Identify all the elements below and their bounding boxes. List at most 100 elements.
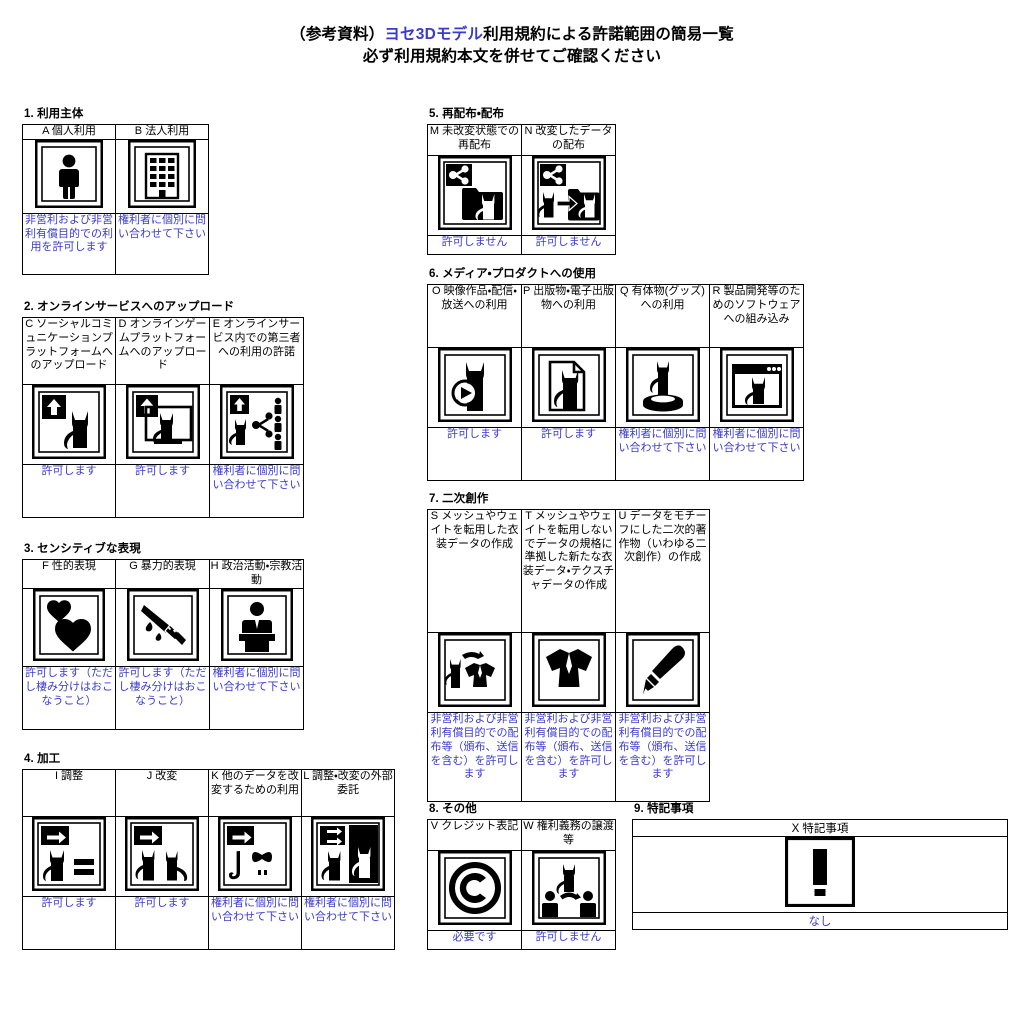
cell-header-T: T メッシュやウェイトを転用しないでデータの規格に準拠した新たな衣装データ・テク… bbox=[521, 509, 616, 633]
section-2-online-upload: 2. オンラインサービスへのアップロード C ソーシャルコミュニケーションプラッ… bbox=[22, 298, 304, 518]
table-row-headers: C ソーシャルコミュニケーションプラットフォームへのアップロード D オンライン… bbox=[22, 317, 304, 385]
cell-header-W: W 権利義務の譲渡等 bbox=[521, 819, 616, 851]
section-6-table: O 映像作品・配信・放送への利用 P 出版物・電子出版物への利用 Q 有体物(グ… bbox=[427, 284, 804, 481]
cell-header-O: O 映像作品・配信・放送への利用 bbox=[427, 284, 522, 348]
clothes-icon bbox=[531, 633, 606, 707]
table-row-headers: M 未改変状態での再配布 N 改変したデータの配布 bbox=[427, 124, 616, 156]
arrow-two-cats-icon bbox=[125, 817, 199, 891]
table-row-permissions: 許可しません 許可しません bbox=[427, 235, 616, 255]
cell-header-H: H 政治活動・宗教活動 bbox=[209, 559, 304, 589]
document-title: （参考資料）ヨセ3Dモデル利用規約による許諾範囲の簡易一覧 必ず利用規約本文を併… bbox=[0, 24, 1024, 69]
hearts-icon bbox=[33, 589, 105, 661]
cell-permission-M: 許可しません bbox=[427, 235, 522, 255]
cell-header-U: U データをモチーフにした二次的著作物（いわゆる二次創作）の作成 bbox=[615, 509, 710, 633]
cell-icon-B bbox=[115, 138, 209, 214]
cell-header-R: R 製品開発等のためのソフトウェアへの組み込み bbox=[709, 284, 804, 348]
section-3-table: F 性的表現 G 暴力的表現 H 政治活動・宗教活動 bbox=[22, 559, 304, 730]
figure-cat-icon bbox=[625, 348, 700, 422]
paintbrush-icon bbox=[625, 633, 700, 707]
section-9-heading: 9. 特記事項 bbox=[634, 803, 694, 815]
arrow-cat-equals-icon bbox=[32, 817, 106, 891]
table-row-icons bbox=[22, 588, 304, 667]
table-row-permissions: 非営利および非営利有償目的での配布等（頒布、送信を含む）を許可します 非営利およ… bbox=[427, 712, 710, 802]
cell-permission-D: 許可します bbox=[115, 464, 210, 518]
table-row-icons bbox=[22, 384, 304, 465]
section-1-usage-subject: 1. 利用主体 A 個人利用 B 法人利用 bbox=[22, 105, 209, 275]
cell-permission-P: 許可します bbox=[521, 427, 616, 481]
cell-permission-R: 権利者に個別に問い合わせて下さい bbox=[709, 427, 804, 481]
cell-header-I: I 調整 bbox=[22, 769, 116, 817]
cell-header-C: C ソーシャルコミュニケーションプラットフォームへのアップロード bbox=[22, 317, 116, 385]
arrow-cat-other-icon bbox=[218, 817, 292, 891]
cell-icon-E bbox=[209, 384, 304, 465]
copyright-icon bbox=[437, 851, 512, 925]
share-modified-cat-icon bbox=[531, 156, 606, 230]
cell-icon-R bbox=[709, 347, 804, 428]
section-7-table: S メッシュやウェイトを転用した衣装データの作成 T メッシュやウェイトを転用し… bbox=[427, 509, 710, 802]
table-row-headers: X 特記事項 bbox=[632, 819, 1008, 837]
cell-permission-A: 非営利および非営利有償目的での利用を許可します bbox=[22, 212, 116, 275]
table-row-icons bbox=[22, 816, 395, 897]
cell-permission-K: 権利者に個別に問い合わせて下さい bbox=[208, 896, 302, 950]
share-folder-cat-icon bbox=[437, 156, 512, 230]
cell-icon-C bbox=[22, 384, 116, 465]
cell-header-K: K 他のデータを改変するための利用 bbox=[208, 769, 302, 817]
cat-to-clothes-icon bbox=[437, 633, 512, 707]
section-9-special-notes: 9. 特記事項 X 特記事項 なし bbox=[632, 800, 1008, 930]
table-row-permissions: 必要です 許可しません bbox=[427, 930, 616, 950]
cell-header-N: N 改変したデータの配布 bbox=[521, 124, 616, 156]
cell-permission-O: 許可します bbox=[427, 427, 522, 481]
upload-share-people-icon bbox=[219, 385, 294, 459]
section-7-heading: 7. 二次創作 bbox=[429, 493, 489, 505]
cell-header-S: S メッシュやウェイトを転用した衣装データの作成 bbox=[427, 509, 522, 633]
exclamation-icon bbox=[785, 837, 855, 907]
table-row-headers: F 性的表現 G 暴力的表現 H 政治活動・宗教活動 bbox=[22, 559, 304, 589]
section-9-table: X 特記事項 なし bbox=[632, 819, 1008, 930]
table-row-headers: V クレジット表記 W 権利義務の譲渡等 bbox=[427, 819, 616, 851]
section-2-table: C ソーシャルコミュニケーションプラットフォームへのアップロード D オンライン… bbox=[22, 317, 304, 518]
play-cat-icon bbox=[437, 348, 512, 422]
cell-header-V: V クレジット表記 bbox=[427, 819, 522, 851]
table-row-icons bbox=[632, 836, 1008, 913]
cell-icon-G bbox=[115, 588, 210, 667]
cell-header-L: L 調整・改変の外部委託 bbox=[301, 769, 395, 817]
cell-header-J: J 改変 bbox=[115, 769, 209, 817]
cell-icon-M bbox=[427, 155, 522, 236]
cell-icon-X bbox=[632, 836, 1008, 913]
table-row-icons bbox=[22, 138, 209, 214]
section-2-heading: 2. オンラインサービスへのアップロード bbox=[24, 301, 235, 313]
table-row-permissions: 許可します 許可します 権利者に個別に問い合わせて下さい 権利者に個別に問い合わ… bbox=[427, 427, 804, 481]
section-4-heading: 4. 加工 bbox=[24, 753, 61, 765]
section-5-table: M 未改変状態での再配布 N 改変したデータの配布 bbox=[427, 124, 616, 255]
table-row-permissions: 非営利および非営利有償目的での利用を許可します 権利者に個別に問い合わせて下さい bbox=[22, 212, 209, 275]
title-suffix: 利用規約による許諾範囲の簡易一覧 bbox=[483, 26, 734, 43]
table-row-icons bbox=[427, 155, 616, 236]
cell-icon-T bbox=[521, 632, 616, 713]
table-row-icons bbox=[427, 850, 616, 931]
cell-icon-A bbox=[22, 138, 116, 214]
cell-header-E: E オンラインサービス内での第三者への利用の許諾 bbox=[209, 317, 304, 385]
upload-cat-monitor-icon bbox=[125, 385, 200, 459]
cell-header-P: P 出版物・電子出版物への利用 bbox=[521, 284, 616, 348]
cell-permission-Q: 権利者に個別に問い合わせて下さい bbox=[615, 427, 710, 481]
cell-icon-J bbox=[115, 816, 209, 897]
upload-cat-icon bbox=[32, 385, 106, 459]
cell-icon-Q bbox=[615, 347, 710, 428]
table-row-permissions: なし bbox=[632, 912, 1008, 930]
cell-permission-W: 許可しません bbox=[521, 930, 616, 950]
section-1-table: A 個人利用 B 法人利用 bbox=[22, 124, 209, 275]
table-row-permissions: 許可します（ただし棲み分けはおこなうこと） 許可します（ただし棲み分けはおこなう… bbox=[22, 666, 304, 730]
section-5-redistribution: 5. 再配布・配布 M 未改変状態での再配布 N 改変したデータの配布 bbox=[427, 105, 616, 255]
section-6-media-product-use: 6. メディア・プロダクトへの使用 O 映像作品・配信・放送への利用 P 出版物… bbox=[427, 265, 804, 481]
section-8-heading: 8. その他 bbox=[429, 803, 477, 815]
cell-permission-N: 許可しません bbox=[521, 235, 616, 255]
cell-header-M: M 未改変状態での再配布 bbox=[427, 124, 522, 156]
person-icon bbox=[35, 139, 103, 208]
cell-permission-F: 許可します（ただし棲み分けはおこなうこと） bbox=[22, 666, 116, 730]
cell-permission-I: 許可します bbox=[22, 896, 116, 950]
cell-icon-P bbox=[521, 347, 616, 428]
cell-header-X: X 特記事項 bbox=[632, 819, 1008, 837]
table-row-headers: S メッシュやウェイトを転用した衣装データの作成 T メッシュやウェイトを転用し… bbox=[427, 509, 710, 633]
cell-header-B: B 法人利用 bbox=[115, 124, 209, 140]
cell-permission-L: 権利者に個別に問い合わせて下さい bbox=[301, 896, 395, 950]
